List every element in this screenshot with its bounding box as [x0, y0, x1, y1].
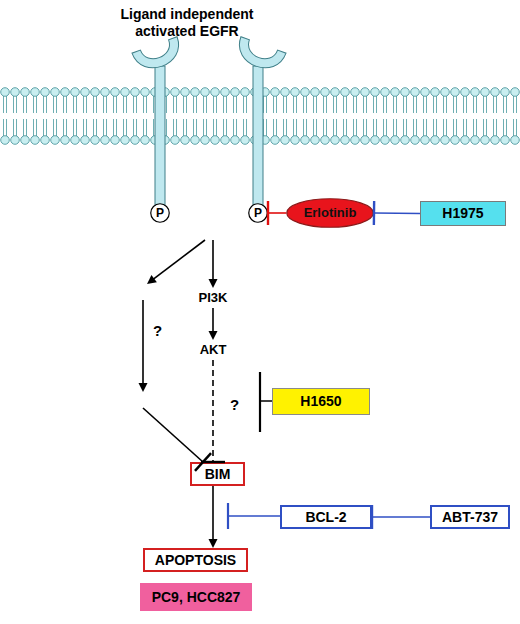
connector-line [212, 486, 214, 540]
inhibition-bar [371, 505, 373, 529]
node-text: P [254, 206, 262, 220]
edge-label: ? [153, 322, 162, 339]
protein-label: AKT [188, 340, 238, 360]
arrow-head [209, 279, 218, 288]
connector-line [268, 212, 286, 214]
outcome-box: APOPTOSIS [143, 548, 248, 572]
node-text: ABT-737 [442, 509, 498, 526]
node-text: PI3K [199, 290, 228, 306]
connector-line [143, 408, 203, 462]
inhibition-connector [139, 240, 212, 471]
node-text: AKT [200, 342, 227, 358]
receptor-right [233, 37, 286, 206]
protein-label: PI3K [188, 288, 238, 308]
cell-line-box: H1650 [272, 388, 370, 415]
activation-arrow [209, 308, 218, 340]
inhibition-bar [195, 453, 211, 471]
arrow-head [209, 539, 218, 548]
inhibition-connector [268, 201, 286, 225]
node-text: P [156, 206, 164, 220]
inhibition-bar [267, 201, 269, 225]
connector-line [212, 240, 214, 280]
edge-label: ? [230, 396, 239, 413]
inhibition-bar [201, 461, 225, 463]
bcl2-inhibition-line [228, 503, 280, 529]
arrow-head [209, 331, 218, 340]
cell-line-box: H1975 [420, 201, 506, 226]
phospho-circle: P [248, 203, 268, 223]
drug-ellipse: Erlotinib [286, 198, 374, 228]
inhibition-connector [372, 505, 430, 529]
node-text: H1975 [442, 205, 483, 222]
inhibition-bar [373, 201, 376, 225]
connector-line [212, 360, 214, 462]
receptor-group: Ligand independent activated EGFR P P [97, 0, 277, 240]
inhibition-connector [201, 360, 225, 462]
activation-arrow [209, 240, 218, 288]
node-text: BCL-2 [305, 509, 346, 526]
connector-line [142, 300, 144, 384]
connector-line [153, 240, 205, 279]
node-text: Erlotinib [304, 205, 357, 221]
connector-line [374, 212, 420, 214]
node-text: APOPTOSIS [155, 552, 236, 569]
node-text: BIM [205, 466, 231, 483]
receptor-left [132, 37, 185, 206]
protein-box: BIM [190, 462, 245, 486]
protein-box: BCL-2 [280, 505, 372, 529]
drug-box: ABT-737 [430, 505, 510, 529]
activation-arrow [209, 486, 218, 548]
node-text: H1650 [300, 393, 341, 410]
phospho-circle: P [150, 203, 170, 223]
node-text: PC9, HCC827 [152, 589, 241, 606]
connector-line [212, 308, 214, 332]
arrow-head [139, 383, 148, 392]
cell-line-box: PC9, HCC827 [140, 583, 252, 611]
h1650-inhibition-line [260, 372, 272, 432]
inhibition-connector [374, 201, 420, 225]
arrow-head [147, 275, 157, 284]
receptor-heading: Ligand independent activated EGFR [102, 6, 272, 40]
connector-line [372, 516, 430, 518]
